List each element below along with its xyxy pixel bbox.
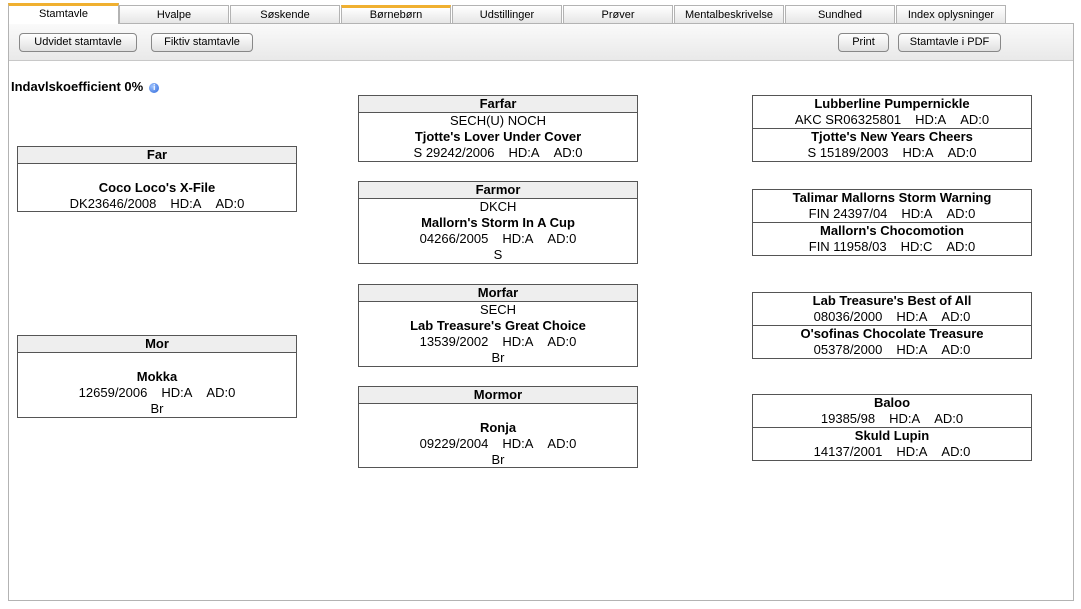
box-title: Mormor [359,387,637,404]
dog-name[interactable]: Tjotte's Lover Under Cover [414,129,582,144]
info-icon[interactable]: i [149,83,160,93]
tab-index-oplysninger[interactable]: Index oplysninger [896,5,1006,23]
box-title: Morfar [359,285,637,302]
title-line [18,164,296,180]
dog-name[interactable]: O'sofinas Chocolate Treasure [753,325,1031,342]
extended-pedigree-button[interactable]: Udvidet stamtavle [19,33,137,52]
dog-extra: Br [150,401,164,416]
dog-name[interactable]: Lab Treasure's Great Choice [410,318,586,333]
toolbar: Udvidet stamtavle Fiktiv stamtavle Print… [9,24,1073,61]
dog-name[interactable]: Lubberline Pumpernickle [814,96,970,111]
title-line: SECH(U) NOCH [449,113,547,128]
dog-name[interactable]: Mokka [136,369,178,384]
dog-name[interactable]: Skuld Lupin [753,427,1031,444]
title-line: SECH [479,302,517,317]
tab-stamtavle[interactable]: Stamtavle [8,3,119,24]
title-line [18,353,296,369]
tab-mentalbeskrivelse[interactable]: Mentalbeskrivelse [674,5,784,23]
dog-name[interactable]: Talimar Mallorns Storm Warning [792,190,992,205]
box-title: Mor [18,336,296,353]
pdf-pedigree-button[interactable]: Stamtavle i PDF [898,33,1001,52]
tab-sundhed[interactable]: Sundhed [785,5,895,23]
dog-extra: Br [491,350,505,365]
tab-boernebOern[interactable]: Børnebørn [341,5,451,23]
inbreeding-label: Indavlskoefficient 0% [11,79,144,94]
print-button[interactable]: Print [838,33,889,52]
tab-bar: Stamtavle Hvalpe Søskende Børnebørn Udst… [0,0,1081,24]
fictive-pedigree-button[interactable]: Fiktiv stamtavle [151,33,253,52]
title-line [359,404,637,420]
dog-name[interactable]: Ronja [479,420,517,435]
dog-name[interactable]: Lab Treasure's Best of All [812,293,972,308]
tab-proever[interactable]: Prøver [563,5,673,23]
dog-name[interactable]: Baloo [873,395,911,410]
dog-name[interactable]: Tjotte's New Years Cheers [753,128,1031,145]
dog-extra: S [493,247,503,262]
dog-extra: Br [491,452,505,467]
box-title: Farfar [359,96,637,113]
grandparent-box-morfar: Morfar SECH Lab Treasure's Great Choice … [358,284,638,367]
tab-hvalpe[interactable]: Hvalpe [119,5,229,23]
grandparent-box-farmor: Farmor DKCH Mallorn's Storm In A Cup 042… [358,181,638,264]
dog-name[interactable]: Coco Loco's X-File [98,180,216,195]
title-line: DKCH [479,199,517,214]
tab-udstillinger[interactable]: Udstillinger [452,5,562,23]
pedigree-panel: Udvidet stamtavle Fiktiv stamtavle Print… [8,23,1074,601]
box-title: Farmor [359,182,637,199]
dog-name[interactable]: Mallorn's Storm In A Cup [421,215,575,230]
tab-soeskende[interactable]: Søskende [230,5,340,23]
grandparent-box-farfar: Farfar SECH(U) NOCH Tjotte's Lover Under… [358,95,638,162]
box-title: Far [18,147,296,164]
dog-name[interactable]: Mallorn's Chocomotion [753,222,1031,239]
ancestor-pair-2: Talimar Mallorns Storm Warning FIN 24397… [752,189,1032,256]
inbreeding-coefficient: Indavlskoefficient 0% i [11,79,160,94]
